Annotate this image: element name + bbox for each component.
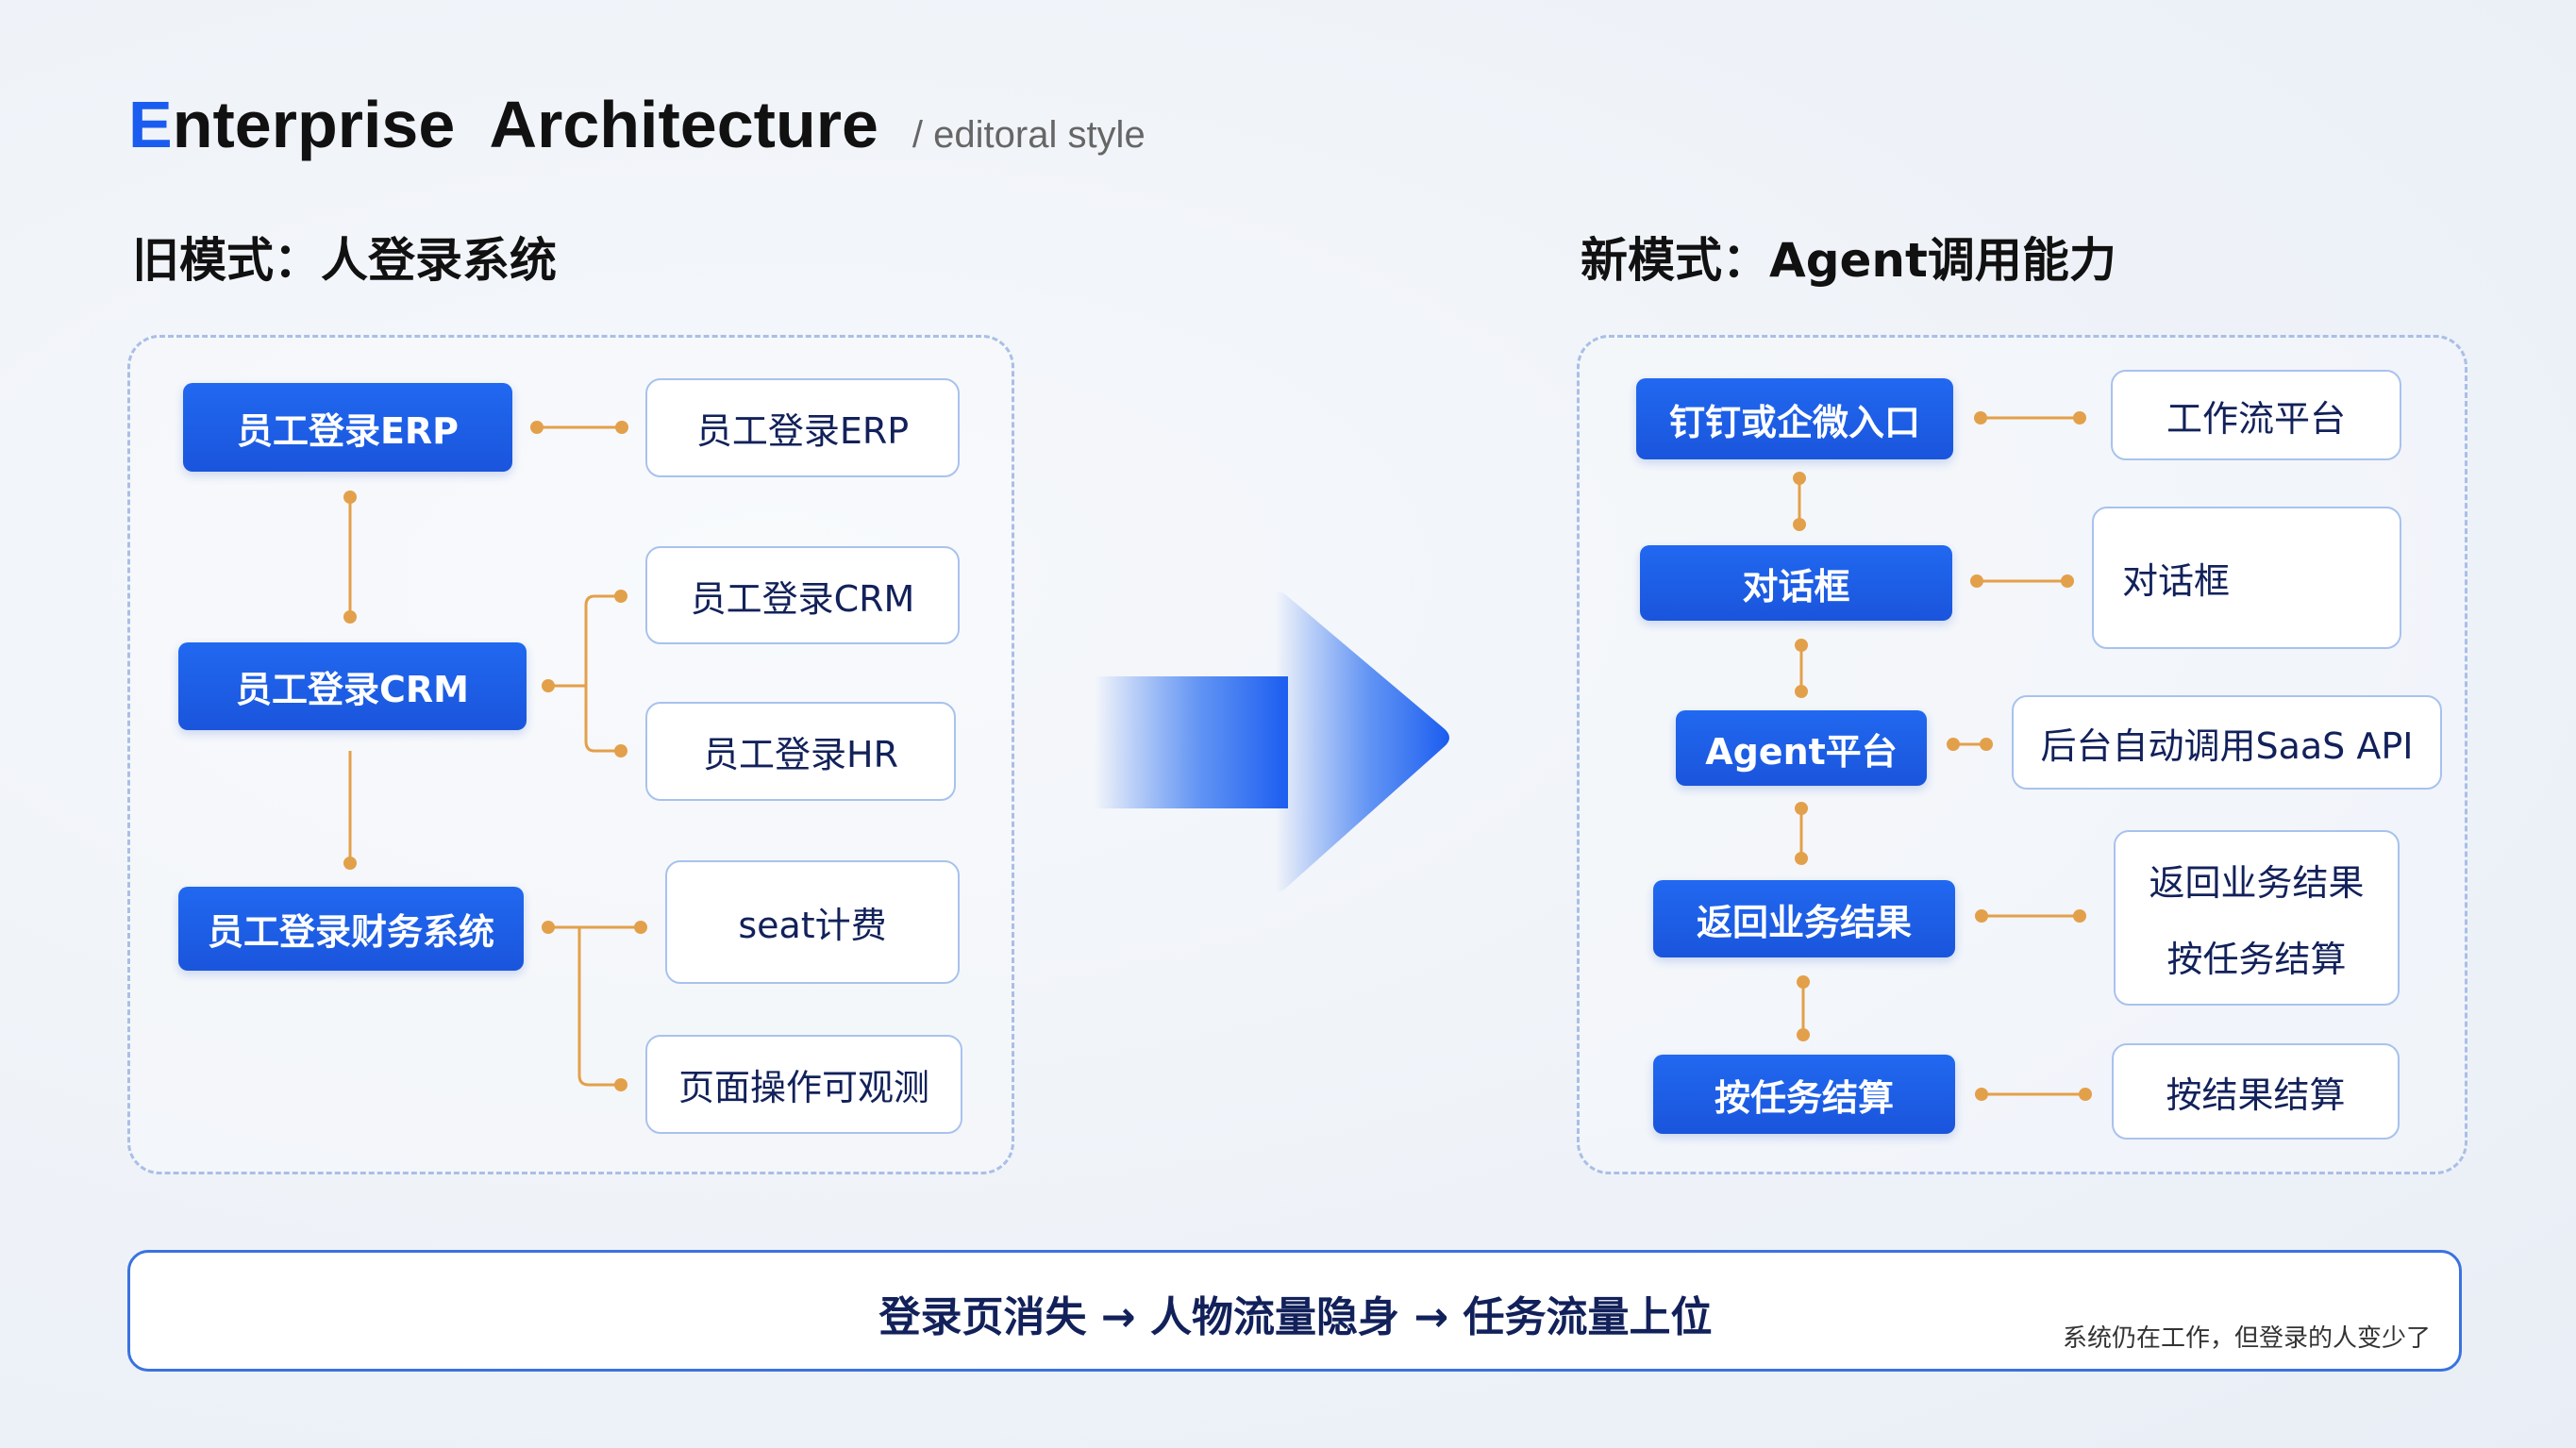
summary-bar: 登录页消失 → 人物流量隐身 → 任务流量上位 系统仍在工作，但登录的人变少了 [127, 1250, 2462, 1372]
title-text: nterprise Architecture [172, 88, 878, 161]
old-primary-erp: 员工登录ERP [183, 383, 512, 472]
line-return-results: 返回业务结果 [2149, 862, 2365, 904]
new-primary-results: 返回业务结果 [1653, 880, 1955, 957]
new-secondary-dialog: 对话框 [2092, 507, 2401, 649]
old-mode-heading: 旧模式：人登录系统 [132, 233, 557, 288]
title-accent-letter: E [128, 88, 173, 161]
old-secondary-erp: 员工登录ERP [645, 378, 960, 477]
old-secondary-hr: 员工登录HR [645, 702, 956, 801]
old-primary-finance: 员工登录财务系统 [178, 887, 524, 971]
old-secondary-observable: 页面操作可观测 [645, 1035, 962, 1134]
page-header: Enterprise Architecture / editoral style [128, 87, 1146, 162]
old-secondary-seat-billing: seat计费 [665, 860, 960, 984]
new-secondary-saas-api: 后台自动调用SaaS API [2012, 695, 2442, 790]
old-primary-crm: 员工登录CRM [178, 642, 527, 730]
line-task-billing: 按任务结算 [2166, 939, 2347, 980]
new-primary-task-billing: 按任务结算 [1653, 1055, 1955, 1134]
new-secondary-result-billing: 按结果结算 [2112, 1043, 2400, 1140]
new-primary-agent-platform: Agent平台 [1676, 710, 1927, 786]
new-primary-entry: 钉钉或企微入口 [1636, 378, 1953, 459]
new-mode-heading: 新模式：Agent调用能力 [1581, 233, 2116, 288]
old-secondary-crm: 员工登录CRM [645, 546, 960, 644]
summary-note: 系统仍在工作，但登录的人变少了 [2062, 1324, 2431, 1353]
new-primary-dialog: 对话框 [1640, 545, 1952, 621]
transition-arrow [1095, 591, 1449, 892]
page-title: Enterprise Architecture [128, 87, 878, 162]
new-secondary-workflow: 工作流平台 [2111, 370, 2401, 460]
summary-text: 登录页消失 → 人物流量隐身 → 任务流量上位 [878, 1293, 1713, 1341]
new-secondary-results-billing: 返回业务结果 按任务结算 [2114, 830, 2400, 1006]
page-subtitle: / editoral style [912, 114, 1146, 156]
